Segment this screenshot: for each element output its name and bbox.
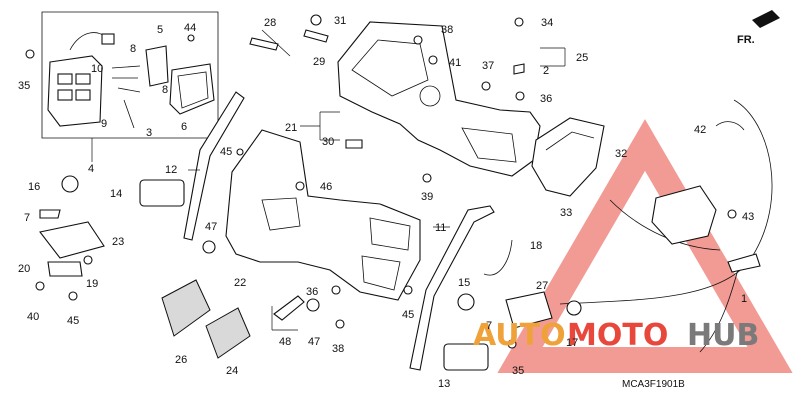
callout-29: 29 [313,56,325,68]
callout-21: 21 [285,122,297,134]
fr-label: FR. [737,34,755,46]
callout-31: 31 [334,15,346,27]
watermark-text-moto: MOTO [567,318,668,353]
callout-42: 42 [694,124,706,136]
callout-15: 15 [458,277,470,289]
callout-4: 4 [88,163,94,175]
watermark-text-hub: HUB [687,318,759,353]
callout-38a: 38 [441,24,453,36]
part-27 [505,291,553,329]
callout-45a: 45 [220,146,232,158]
callout-48: 48 [279,336,291,348]
callout-1: 1 [741,293,747,305]
callout-40: 40 [27,311,39,323]
watermark-text-auto: AUTO [473,318,566,353]
upper-inner-panel [337,21,541,177]
callout-12: 12 [165,164,177,176]
diagram-part-code: MCA3F1901B [622,379,685,390]
callout-43: 43 [742,211,754,223]
callout-11: 11 [435,222,446,234]
side-strip-11 [409,205,495,371]
callout-22: 22 [234,277,246,289]
callout-6: 6 [181,121,187,133]
callout-7a: 7 [24,212,30,224]
main-inner-panel [225,129,421,301]
callout-25: 25 [576,52,588,64]
callout-9: 9 [101,118,107,130]
callout-16: 16 [28,181,40,193]
lid-23 [39,221,105,259]
front-arrow-icon: FR. [737,10,780,46]
callout-44: 44 [184,22,196,34]
callout-8b: 8 [162,84,168,96]
lid-13 [443,343,489,371]
harness-1 [559,99,773,353]
pad-26 [161,279,211,337]
callout-2: 2 [543,65,549,77]
part-28 [249,37,279,51]
callout-32: 32 [615,148,627,160]
callout-17: 17 [566,337,578,349]
callout-20: 20 [18,263,30,275]
part-17 [566,300,582,316]
callout-41: 41 [449,57,461,69]
callout-36b: 36 [306,286,318,298]
wires-3 [111,65,141,129]
watermark-logo [497,119,793,373]
callout-14: 14 [110,188,122,200]
callout-45c: 45 [402,309,414,321]
part-48 [273,295,305,321]
callout-38b: 38 [332,343,344,355]
callout-39: 39 [421,191,433,203]
lock-15 [457,293,475,311]
callout-10: 10 [91,63,103,75]
callout-27: 27 [536,280,548,292]
callout-13: 13 [438,378,450,390]
callout-36a: 36 [540,93,552,105]
cable-18 [483,239,513,276]
callout-18: 18 [530,240,542,252]
callout-28: 28 [264,17,276,29]
fasteners [25,17,737,349]
callout-35b: 35 [512,365,524,377]
callout-3: 3 [146,127,152,139]
lock-16 [61,175,79,193]
side-cover-33 [531,117,605,197]
callout-33: 33 [560,207,572,219]
part-42 [715,121,745,131]
callout-24: 24 [226,365,238,377]
bracket-20 [47,261,83,277]
callout-labels: 1 2 3 4 5 6 7 7 8 8 9 10 11 12 13 14 15 … [18,15,754,390]
callout-30: 30 [322,136,334,148]
part-31 [310,14,322,26]
callout-35a: 35 [18,80,30,92]
part-32-cover [651,185,717,245]
callout-47b: 47 [308,336,320,348]
bracket-5 [145,45,169,87]
callout-5: 5 [157,24,163,36]
callout-37: 37 [482,60,494,72]
callout-19: 19 [86,278,98,290]
leader-lines [188,47,566,228]
callout-46: 46 [320,181,332,193]
lid-14 [139,179,185,207]
callout-7b: 7 [486,320,492,332]
clip-7a [39,209,61,219]
callout-45b: 45 [67,315,79,327]
callout-23: 23 [112,236,124,248]
pad-24 [205,307,251,359]
part-29 [303,29,329,43]
callout-8a: 8 [130,43,136,55]
callout-34: 34 [541,17,553,29]
side-strip-12 [183,91,245,241]
callout-26: 26 [175,354,187,366]
switch-housing [47,32,115,127]
cover-6 [169,63,215,115]
callout-47a: 47 [205,221,217,233]
